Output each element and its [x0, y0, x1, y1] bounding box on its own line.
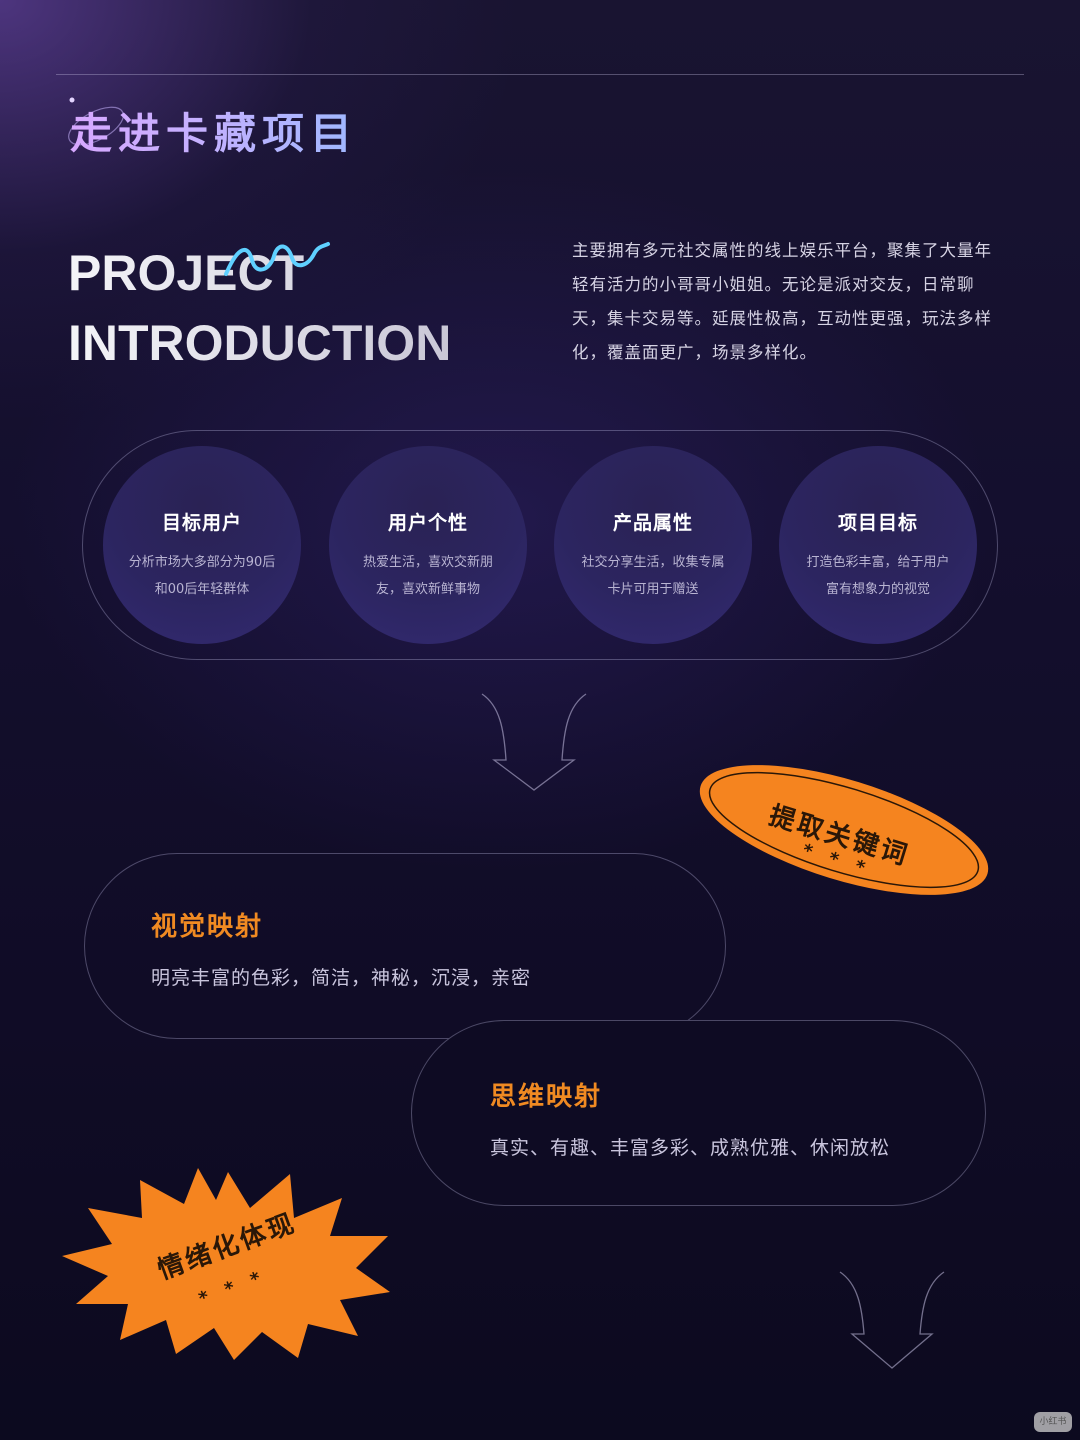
card-desc: 打造色彩丰富，给于用户富有想象力的视觉: [806, 555, 950, 597]
squiggle-decoration: [224, 242, 330, 276]
card-title: 用户个性: [387, 512, 468, 534]
card-desc: 热爱生活，喜欢交新朋友，喜欢新鲜事物: [362, 555, 493, 597]
down-arrow-icon: [839, 1271, 945, 1369]
card-desc: 社交分享生活，收集专属卡片可用于赠送: [581, 555, 725, 597]
features-capsule: [82, 430, 998, 660]
card-product-attributes: 产品属性 社交分享生活，收集专属卡片可用于赠送: [554, 446, 752, 644]
card-title: 产品属性: [612, 512, 693, 534]
watermark-logo: 小红书: [1034, 1412, 1072, 1432]
card-desc: 分析市场大多部分为90后和00后年轻群体: [128, 555, 276, 597]
page-title: 走进卡藏项目: [70, 100, 358, 161]
card-target-users: 目标用户 分析市场大多部分为90后和00后年轻群体: [103, 446, 301, 644]
thinking-mapping-text: 真实、有趣、丰富多彩、成熟优雅、休闲放松: [490, 1137, 891, 1159]
intro-paragraph: 主要拥有多元社交属性的线上娱乐平台，聚集了大量年轻有活力的小哥哥小姐姐。无论是派…: [572, 241, 992, 362]
down-arrow-icon: [481, 693, 587, 791]
emotion-starburst-badge: [62, 1168, 390, 1360]
visual-mapping-title: 视觉映射: [151, 912, 264, 942]
thinking-mapping-capsule: [411, 1020, 986, 1206]
card-title: 项目目标: [837, 512, 918, 534]
thinking-mapping-title: 思维映射: [490, 1082, 603, 1112]
top-divider: [56, 74, 1024, 75]
english-heading-line2: INTRODUCTION: [68, 315, 452, 371]
keywords-badge: [699, 765, 989, 895]
visual-mapping-capsule: [84, 853, 726, 1039]
visual-mapping-text: 明亮丰富的色彩，简洁，神秘，沉浸，亲密: [151, 967, 532, 989]
orbit-decoration: [68, 97, 124, 146]
card-user-personality: 用户个性 热爱生活，喜欢交新朋友，喜欢新鲜事物: [329, 446, 527, 644]
card-project-goal: 项目目标 打造色彩丰富，给于用户富有想象力的视觉: [779, 446, 977, 644]
card-title: 目标用户: [161, 512, 242, 534]
